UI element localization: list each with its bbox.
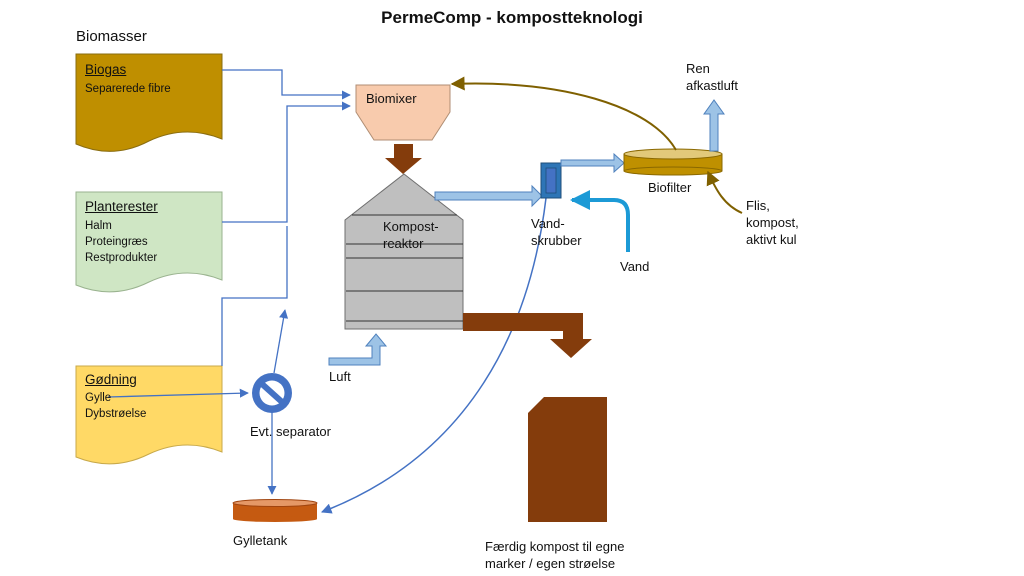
- water-label: Vand: [620, 259, 650, 274]
- separator-label: Evt. separator: [250, 424, 331, 439]
- planterester-line: Halm: [85, 220, 112, 232]
- clean-air-arrow: [703, 99, 725, 152]
- clean-air-label: Ren: [686, 61, 710, 76]
- reactor-label: Kompost-: [383, 219, 439, 234]
- compost-reactor: [344, 173, 464, 330]
- reactor-shelves: [346, 214, 463, 322]
- biogas-box: [75, 53, 223, 152]
- finished-compost-label: Færdig kompost til egne: [485, 539, 625, 554]
- separator-to-mixer-line: [273, 309, 289, 374]
- biogas-title: Biogas: [85, 62, 127, 77]
- planterester-feed-line: [222, 101, 351, 223]
- reactor-label: reaktor: [383, 236, 424, 251]
- water-inlet-line: [570, 190, 630, 252]
- recirculation-line: [450, 76, 677, 151]
- scrubber-label: Vand-: [531, 216, 565, 231]
- planterester-title: Planterester: [85, 199, 158, 214]
- scrubber-label: skrubber: [531, 233, 582, 248]
- planterester-line: Restprodukter: [85, 252, 158, 264]
- biomixer-hopper: [355, 84, 451, 141]
- filter-media-label: aktivt kul: [746, 232, 797, 247]
- reactor-to-scrubber-arrow: [434, 184, 543, 208]
- godning-line: Dybstrøelse: [85, 408, 147, 420]
- scrubber-drain-line: [321, 197, 547, 514]
- godning-box: [75, 365, 223, 465]
- filter-media-label: kompost,: [746, 215, 799, 230]
- scrubber-to-biofilter-arrow: [560, 152, 625, 174]
- slurry-tank: [232, 499, 318, 522]
- compost-output-arrow: [463, 313, 592, 358]
- planterester-line: Proteingræs: [85, 236, 148, 248]
- filter-media-line: [706, 170, 743, 214]
- biogas-feed-line: [222, 69, 351, 100]
- clean-air-label: afkastluft: [686, 78, 739, 93]
- air-inlet-arrow: [328, 333, 388, 366]
- filter-media-label: Flis,: [746, 198, 770, 213]
- mixer-to-reactor-arrow: [385, 144, 422, 174]
- gylle-to-separator-line: [107, 388, 249, 398]
- biogas-line: Separerede fibre: [85, 83, 171, 95]
- section-label: Biomasser: [76, 28, 147, 45]
- finished-compost-pile: [528, 397, 607, 522]
- godning-feed-line: [221, 226, 288, 366]
- biofilter-label: Biofilter: [648, 180, 692, 195]
- biofilter: [623, 148, 723, 176]
- finished-compost-label: marker / egen strøelse: [485, 556, 616, 571]
- planterester-box: [75, 191, 223, 293]
- slurry-tank-label: Gylletank: [233, 533, 288, 548]
- biomixer-label: Biomixer: [366, 91, 417, 106]
- godning-line: Gylle: [85, 392, 112, 404]
- separator-symbol: [252, 373, 292, 413]
- air-label: Luft: [329, 369, 351, 384]
- godning-title: Gødning: [85, 372, 137, 387]
- scrubber-inner: [545, 167, 557, 194]
- page-title: PermeComp - kompostteknologi: [381, 8, 643, 27]
